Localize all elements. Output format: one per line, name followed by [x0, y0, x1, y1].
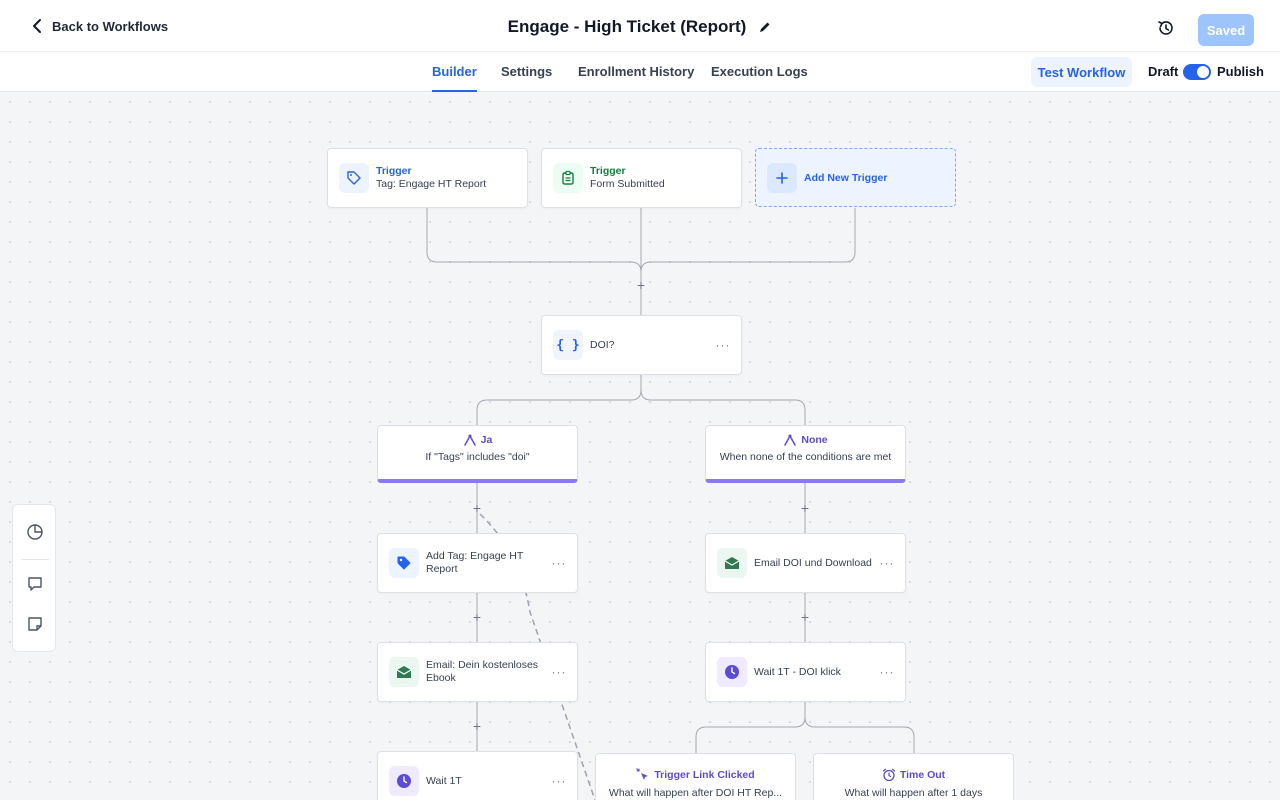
- step-label: Wait 1T - DOI klick: [754, 665, 841, 678]
- branch-rule: When none of the conditions are met: [719, 451, 892, 463]
- history-icon[interactable]: [1156, 18, 1176, 38]
- email-icon: [717, 548, 747, 578]
- email-icon: [389, 657, 419, 687]
- pie-chart-icon[interactable]: [26, 523, 44, 541]
- branch-rule: If "Tags" includes "doi": [425, 451, 530, 463]
- clipboard-icon: [553, 163, 583, 193]
- step-wait[interactable]: Wait 1T ···: [377, 751, 578, 800]
- add-new-trigger-button[interactable]: Add New Trigger: [755, 148, 956, 207]
- trigger-detail: Form Submitted: [590, 178, 665, 190]
- branch-icon: [463, 434, 476, 446]
- workflow-title: Engage - High Ticket (Report): [507, 17, 747, 36]
- add-step-plus[interactable]: +: [800, 609, 810, 625]
- connector-lines: [426, 208, 915, 800]
- comment-icon[interactable]: [26, 575, 44, 593]
- tab-enrollment-history[interactable]: Enrollment History: [578, 64, 695, 79]
- publish-label: Publish: [1217, 64, 1264, 79]
- step-wait-doi[interactable]: Wait 1T - DOI klick ···: [705, 642, 906, 702]
- add-step-plus[interactable]: +: [636, 277, 646, 293]
- sticky-note-icon[interactable]: [26, 615, 44, 633]
- trigger-detail: Tag: Engage HT Report: [376, 178, 487, 190]
- back-to-workflows-link[interactable]: Back to Workflows: [30, 18, 168, 34]
- trigger-label: Trigger: [376, 165, 412, 177]
- condition-label: DOI?: [590, 338, 615, 351]
- more-options-icon[interactable]: ···: [879, 556, 895, 570]
- step-email-doi[interactable]: Email DOI und Download ···: [705, 533, 906, 593]
- more-options-icon[interactable]: ···: [715, 338, 731, 352]
- branch-name: None: [801, 434, 828, 446]
- step-label-line1: Add Tag: Engage HT: [426, 550, 524, 562]
- more-options-icon[interactable]: ···: [551, 556, 567, 570]
- publish-toggle[interactable]: [1183, 64, 1211, 80]
- plus-icon: [767, 162, 797, 193]
- more-options-icon[interactable]: ···: [551, 774, 567, 788]
- step-add-tag[interactable]: Add Tag: Engage HT Report ···: [377, 533, 578, 593]
- toolbar-divider: [21, 559, 49, 560]
- tab-bar: Builder Settings Enrollment History Exec…: [0, 52, 1280, 92]
- chevron-left-icon: [33, 19, 41, 33]
- step-email-ebook[interactable]: Email: Dein kostenloses Ebook ···: [377, 642, 578, 702]
- clock-icon: [717, 657, 747, 687]
- trigger-form[interactable]: Trigger Form Submitted: [541, 148, 742, 208]
- event-detail: What will happen after 1 days: [844, 787, 983, 799]
- braces-icon: { }: [553, 330, 583, 360]
- step-label-line2: Ebook: [426, 672, 456, 684]
- step-label-line1: Wait 1T: [426, 774, 462, 787]
- branch-name: Ja: [480, 434, 493, 446]
- tag-icon: [389, 548, 419, 578]
- event-name: Time Out: [899, 769, 946, 781]
- tab-execution-logs[interactable]: Execution Logs: [711, 64, 808, 79]
- step-label: Email DOI und Download: [754, 556, 872, 569]
- branch-none[interactable]: None When none of the conditions are met: [705, 425, 906, 483]
- title-area: Engage - High Ticket (Report): [0, 17, 1280, 37]
- alarm-clock-icon: [882, 768, 895, 782]
- trigger-tag[interactable]: Trigger Tag: Engage HT Report: [327, 148, 528, 208]
- condition-node[interactable]: { } DOI? ···: [541, 315, 742, 375]
- back-label: Back to Workflows: [52, 18, 169, 34]
- step-label-line1: Email: Dein kostenloses: [426, 659, 539, 671]
- saved-button[interactable]: Saved: [1198, 14, 1254, 46]
- branch-icon: [784, 434, 797, 446]
- event-name: Trigger Link Clicked: [654, 769, 755, 781]
- pencil-icon[interactable]: [758, 20, 772, 34]
- test-workflow-button[interactable]: Test Workflow: [1031, 57, 1132, 87]
- tab-builder[interactable]: Builder: [432, 64, 477, 92]
- step-label-line2: Report: [426, 563, 458, 575]
- more-options-icon[interactable]: ···: [879, 665, 895, 679]
- add-step-plus[interactable]: +: [800, 500, 810, 516]
- event-time-out[interactable]: Time Out What will happen after 1 days: [813, 753, 1014, 800]
- draft-label: Draft: [1148, 64, 1179, 79]
- event-detail: What will happen after DOI HT Rep...: [608, 787, 783, 799]
- trigger-label: Trigger: [590, 165, 626, 177]
- add-step-plus[interactable]: +: [472, 609, 482, 625]
- add-step-plus[interactable]: +: [472, 718, 482, 734]
- event-trigger-link-clicked[interactable]: Trigger Link Clicked What will happen af…: [595, 753, 796, 800]
- more-options-icon[interactable]: ···: [551, 665, 567, 679]
- clock-icon: [389, 766, 419, 796]
- branch-ja[interactable]: Ja If "Tags" includes "doi": [377, 425, 578, 483]
- top-bar: Back to Workflows Engage - High Ticket (…: [0, 0, 1280, 52]
- add-step-plus[interactable]: +: [472, 500, 482, 516]
- tag-icon: [339, 163, 369, 193]
- add-trigger-label: Add New Trigger: [804, 171, 888, 184]
- canvas-side-toolbar: [12, 504, 56, 652]
- cursor-click-icon: [636, 768, 649, 780]
- tab-settings[interactable]: Settings: [501, 64, 553, 79]
- workflow-canvas[interactable]: Trigger Tag: Engage HT Report Trigger Fo…: [0, 92, 1280, 800]
